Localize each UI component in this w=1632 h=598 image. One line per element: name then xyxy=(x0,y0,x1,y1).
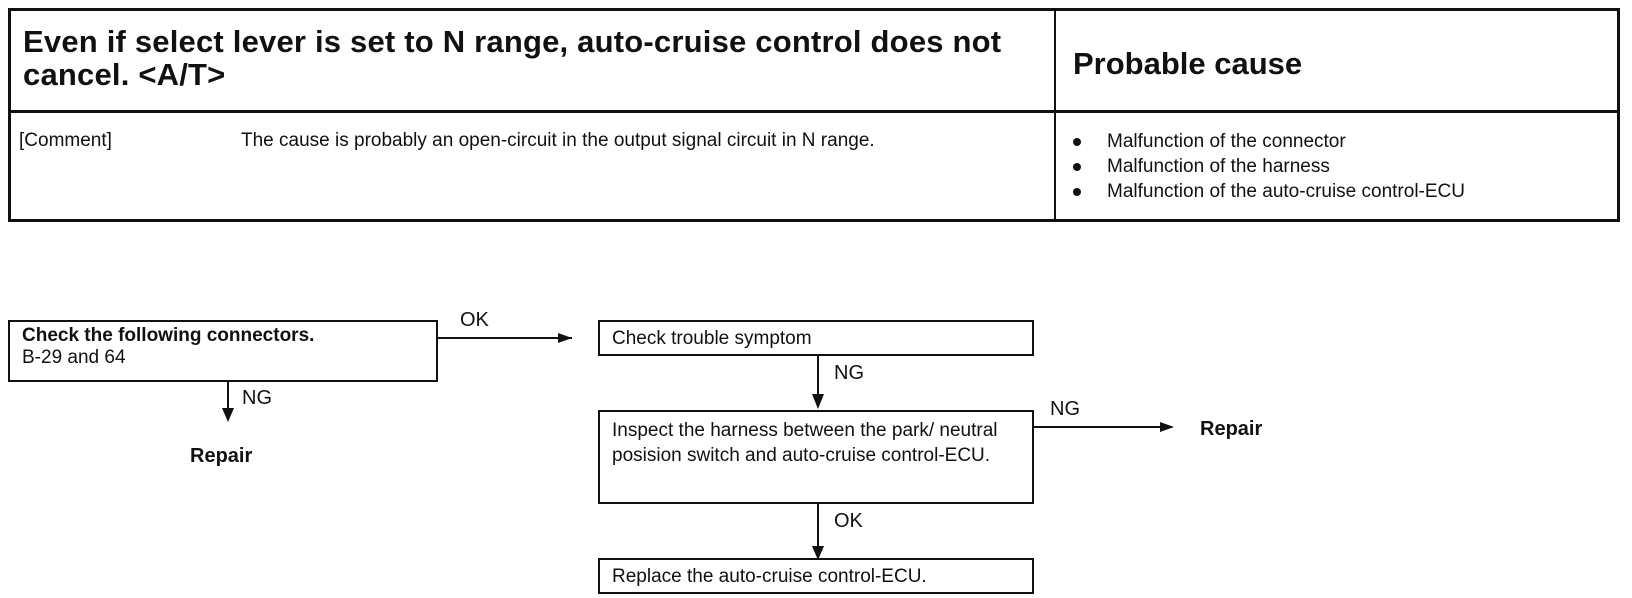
check-symptom-box: Check trouble symptom xyxy=(598,320,1034,356)
arrowhead-ok-2 xyxy=(812,546,824,560)
probable-cause-header: Probable cause xyxy=(1073,46,1303,81)
arrowhead-ok-1 xyxy=(558,333,572,343)
label-ok-1: OK xyxy=(460,309,489,331)
comment-cell: [Comment] The cause is probably an open-… xyxy=(11,113,1056,219)
arrowhead-ng-2 xyxy=(812,394,824,409)
inspect-harness-box: Inspect the harness between the park/ ne… xyxy=(598,410,1034,504)
label-ng-2: NG xyxy=(834,362,864,384)
comment-label: [Comment] xyxy=(19,130,112,151)
table-header-row: Even if select lever is set to N range, … xyxy=(11,11,1617,113)
label-ng-1: NG xyxy=(242,387,272,409)
check-connectors-line1: Check the following connectors. xyxy=(22,325,315,346)
probable-cause-list: Malfunction of the connector Malfunction… xyxy=(1067,129,1465,204)
check-connectors-line2: B-29 and 64 xyxy=(22,347,126,368)
label-ok-2: OK xyxy=(834,510,863,532)
replace-ecu-box: Replace the auto-cruise control-ECU. xyxy=(598,558,1034,594)
symptom-title: Even if select lever is set to N range, … xyxy=(23,24,1002,92)
cause-item-harness: Malfunction of the harness xyxy=(1067,154,1465,179)
repair-label-2: Repair xyxy=(1200,418,1263,440)
comment-text: The cause is probably an open-circuit in… xyxy=(241,130,875,151)
label-ng-3: NG xyxy=(1050,398,1080,420)
table-body-row: [Comment] The cause is probably an open-… xyxy=(11,113,1617,219)
check-connectors-box: Check the following connectors. B-29 and… xyxy=(8,320,438,382)
symptom-table: Even if select lever is set to N range, … xyxy=(8,8,1620,222)
arrowhead-ng-1 xyxy=(222,408,234,422)
arrowhead-ng-3 xyxy=(1160,422,1174,432)
symptom-header-cell: Even if select lever is set to N range, … xyxy=(11,11,1056,110)
cause-item-ecu: Malfunction of the auto-cruise control-E… xyxy=(1067,179,1465,204)
repair-label-1: Repair xyxy=(190,445,253,467)
cause-item-connector: Malfunction of the connector xyxy=(1067,129,1465,154)
